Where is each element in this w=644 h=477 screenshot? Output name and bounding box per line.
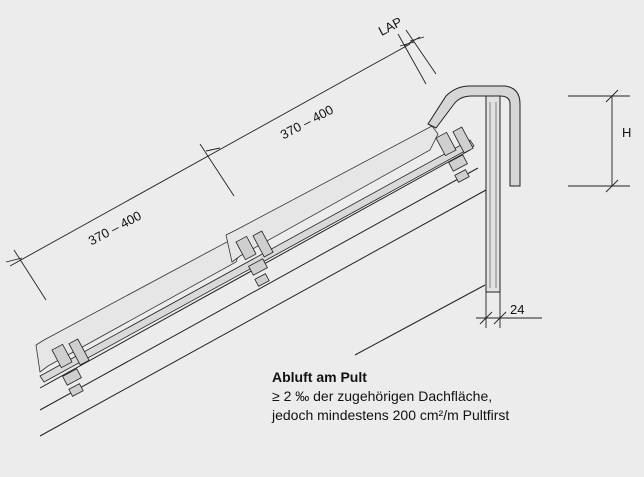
bracket-lower xyxy=(51,338,90,397)
underlay-strip xyxy=(39,139,475,383)
fascia-board xyxy=(485,95,501,293)
spacing-lower-label: 370 – 400 xyxy=(86,208,144,248)
roof-tile-middle xyxy=(225,125,439,263)
ridge-cap xyxy=(427,85,521,187)
caption-line-2: jedoch mindestens 200 cm²/m Pultfirst xyxy=(272,407,510,423)
thickness-label: 24 xyxy=(510,302,524,317)
caption-body: ≥ 2 ‰ der zugehörigen Dachfläche, jedoch… xyxy=(272,387,632,425)
lap-label: LAP xyxy=(376,14,405,39)
dimension-lines xyxy=(5,29,630,328)
caption-line-1: ≥ 2 ‰ der zugehörigen Dachfläche, xyxy=(272,388,493,404)
spacing-upper-label: 370 – 400 xyxy=(278,102,336,142)
caption: Abluft am Pult ≥ 2 ‰ der zugehörigen Dac… xyxy=(272,368,632,425)
caption-title: Abluft am Pult xyxy=(272,369,367,385)
roof-tiles xyxy=(35,125,439,373)
tile-brackets xyxy=(51,126,474,397)
height-label: H xyxy=(622,125,631,140)
bracket-middle xyxy=(235,230,274,287)
bracket-upper xyxy=(435,126,474,183)
